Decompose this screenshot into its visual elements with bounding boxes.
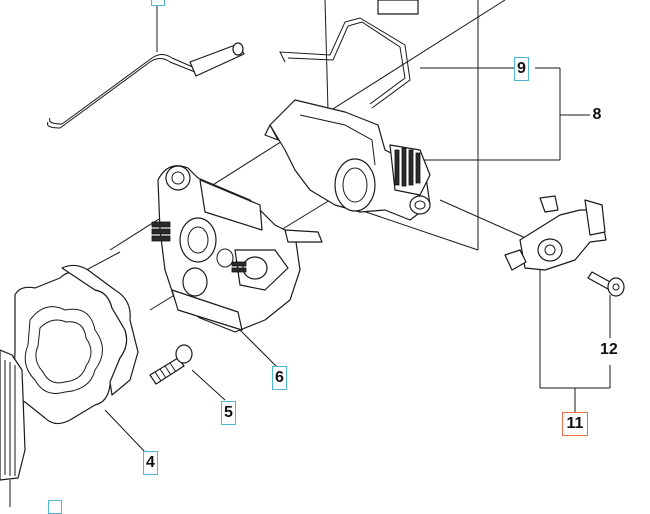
wire-spring xyxy=(279,0,419,109)
callout-8[interactable]: 8 xyxy=(592,106,602,123)
callout-4[interactable]: 4 xyxy=(143,451,158,475)
throttle-rod xyxy=(47,42,245,129)
carburetor xyxy=(151,165,323,333)
callout-11[interactable]: 11 xyxy=(562,412,588,436)
callout-5[interactable]: 5 xyxy=(221,401,236,425)
callout-6[interactable]: 6 xyxy=(272,366,287,390)
callout-9[interactable]: 9 xyxy=(514,57,529,81)
air-filter-edge xyxy=(0,349,26,481)
choke-lever xyxy=(504,195,607,271)
intake-adapter xyxy=(264,99,431,221)
small-screw xyxy=(587,271,625,297)
callout-12[interactable]: 12 xyxy=(600,341,618,358)
screw xyxy=(149,344,193,385)
gasket xyxy=(13,264,139,425)
callout-bottom-stem[interactable] xyxy=(48,500,62,514)
callout-top-stem[interactable] xyxy=(151,0,165,6)
